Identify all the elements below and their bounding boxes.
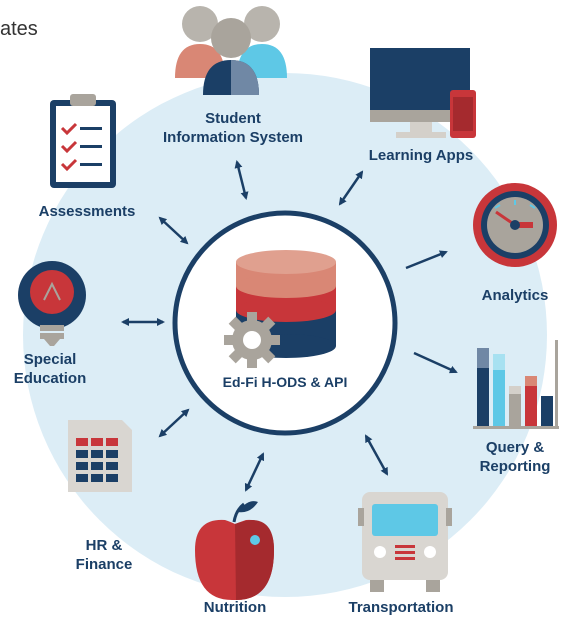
arrow-query (413, 351, 458, 374)
arrow-nutrition (244, 452, 265, 492)
arrow-analytics (405, 250, 448, 270)
arrow-assessments (158, 216, 189, 245)
arrow-learning-apps (338, 170, 364, 206)
hr-line-1: HR & (85, 537, 123, 554)
connector-arrows (121, 160, 458, 492)
label-assessments: Assessments (38, 203, 136, 220)
spreadsheet-icon (68, 420, 132, 492)
arrow-transportation (364, 434, 389, 476)
gear-icon (224, 312, 280, 368)
bus-icon (358, 492, 452, 592)
special-ed-line-1: Special (23, 351, 77, 368)
bar-chart-icon (473, 340, 559, 429)
query-line-2: Reporting (479, 458, 551, 475)
sis-line-2: Information System (162, 129, 304, 146)
label-hr-finance: HR & Finance (58, 536, 150, 574)
apple-icon (195, 501, 274, 600)
label-student-information-system: Student Information System (143, 109, 323, 147)
cropped-heading-text: ates (0, 18, 38, 40)
query-line-1: Query & (485, 439, 545, 456)
label-query-reporting: Query & Reporting (470, 438, 560, 476)
clipboard-icon (50, 94, 116, 188)
arrow-hr (158, 408, 190, 438)
lightbulb-icon (18, 261, 86, 346)
arrow-sis (234, 160, 249, 200)
special-ed-line-2: Education (13, 370, 87, 387)
label-nutrition: Nutrition (203, 599, 267, 616)
label-special-education: Special Education (0, 350, 100, 388)
sis-line-1: Student (205, 110, 261, 127)
label-analytics: Analytics (481, 287, 549, 304)
hr-line-2: Finance (75, 556, 133, 573)
phone-icon (450, 90, 476, 138)
gauge-icon (473, 183, 557, 267)
people-icon (175, 6, 287, 95)
label-transportation: Transportation (348, 599, 454, 616)
label-learning-apps: Learning Apps (368, 147, 474, 164)
center-label: Ed-Fi H-ODS & API (222, 374, 348, 390)
